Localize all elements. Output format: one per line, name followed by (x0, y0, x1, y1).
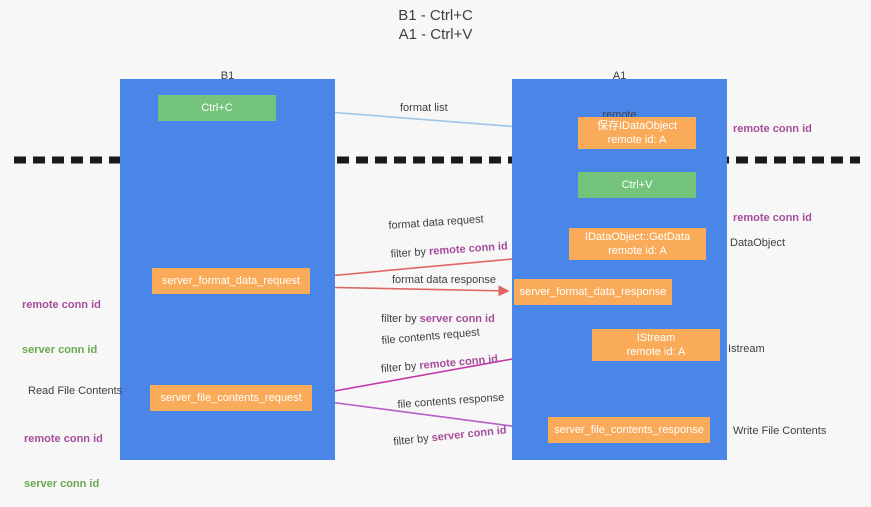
node-istream-line1: IStream (636, 332, 676, 344)
node-idataobject-getdata[interactable]: IDataObject::GetData remote id: A (569, 228, 706, 260)
node-server-format-data-response[interactable]: server_format_data_response (514, 279, 672, 305)
annotation-remote-conn-id-top: remote conn id (733, 123, 812, 135)
annotation-read-file-contents: Read File Contents (28, 385, 123, 397)
annotation-write-file-contents: Write File Contents (733, 425, 827, 437)
annotation-left-remote-conn-id-2: remote conn id (24, 433, 103, 445)
arrow-file-contents-response (313, 399, 544, 435)
edge-label-format-data-response-filter: filter by server conn id (375, 297, 495, 327)
node-server-format-data-request-label: server_format_data_request (161, 275, 301, 287)
page-title: B1 - Ctrl+C A1 - Ctrl+V (0, 6, 871, 44)
annotation-left-server-conn-id-2: server conn id (24, 478, 100, 490)
annotation-left-remote-conn-id: remote conn id (22, 299, 101, 311)
edge-label-format-data-response: format data response (392, 274, 496, 286)
node-ctrl-v[interactable]: Ctrl+V (578, 172, 696, 198)
node-server-format-data-response-label: server_format_data_response (519, 286, 667, 298)
node-istream-line2: remote id: A (626, 346, 686, 358)
column-header-b1: B1 connection (120, 44, 335, 135)
column-header-a1-name: A1 (612, 70, 627, 82)
node-idataobject-getdata-line2: remote id: A (608, 245, 667, 257)
node-save-idataobject[interactable]: 保存IDataObject remote id: A (578, 117, 696, 149)
node-istream[interactable]: IStream remote id: A (592, 329, 720, 361)
arrow-format-data-response (311, 285, 510, 297)
node-idataobject-getdata-line1: IDataObject::GetData (584, 231, 691, 243)
annotation-left-conn-ids-1: remote conn id server conn id (22, 268, 101, 373)
filter-prefix: filter by (390, 245, 430, 261)
node-server-file-contents-response-label: server_file_contents_response (554, 424, 704, 436)
column-header-b1-name: B1 (220, 70, 235, 82)
node-server-file-contents-request[interactable]: server_file_contents_request (150, 385, 312, 411)
node-server-file-contents-response[interactable]: server_file_contents_response (548, 417, 710, 443)
annotation-left-server-conn-id: server conn id (22, 344, 98, 356)
node-save-idataobject-line2: remote id: A (607, 134, 667, 146)
node-ctrl-c[interactable]: Ctrl+C (158, 95, 276, 121)
node-save-idataobject-line1: 保存IDataObject (596, 120, 678, 132)
title-line-2: A1 - Ctrl+V (398, 26, 473, 43)
annotation-istream: Istream (728, 343, 765, 355)
node-ctrl-v-label: Ctrl+V (621, 179, 653, 191)
filter-key-server-conn-id: server conn id (419, 313, 495, 325)
title-line-1: B1 - Ctrl+C (398, 7, 473, 24)
node-server-format-data-request[interactable]: server_format_data_request (152, 268, 310, 294)
filter-prefix: filter by (392, 432, 433, 449)
filter-prefix: filter by (380, 360, 420, 376)
annotation-dataobject: DataObject (730, 237, 786, 249)
filter-prefix: filter by (381, 313, 420, 325)
node-server-file-contents-request-label: server_file_contents_request (160, 392, 302, 404)
node-ctrl-c-label: Ctrl+C (201, 102, 233, 114)
edge-label-format-list: format list (400, 102, 448, 114)
annotation-left-conn-ids-2: remote conn id server conn id (24, 402, 103, 507)
annotation-remote-conn-id-mid: remote conn id (733, 212, 812, 224)
